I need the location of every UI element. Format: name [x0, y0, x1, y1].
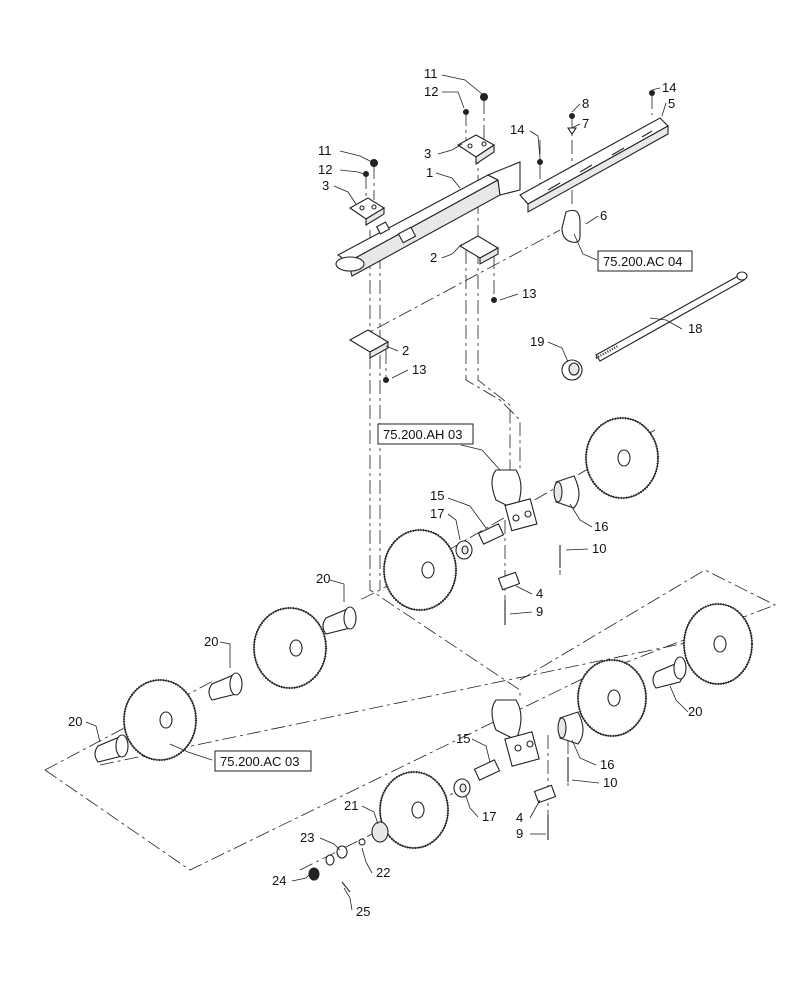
lower-hub-mount — [491, 699, 557, 804]
callout-7: 7 — [582, 116, 589, 131]
bracket-top-right — [456, 134, 496, 166]
bracket-mid-left — [348, 329, 390, 359]
disc-right-1 — [576, 658, 648, 738]
callout-5: 5 — [668, 96, 675, 111]
callout-20: 20 — [316, 571, 330, 586]
callout-4: 4 — [516, 810, 523, 825]
axle-rod — [595, 271, 748, 362]
callout-10: 10 — [603, 775, 617, 790]
ref-box-ac03[interactable]: 75.200.AC 03 — [214, 750, 312, 772]
washers — [453, 540, 473, 798]
callout-labels: 11 12 14 8 5 7 14 3 11 12 1 3 6 2 13 18 … — [68, 66, 702, 919]
callout-3: 3 — [322, 178, 329, 193]
callout-15: 15 — [430, 488, 444, 503]
callout-17: 17 — [482, 809, 496, 824]
axle-nut — [561, 359, 583, 381]
callout-8: 8 — [582, 96, 589, 111]
leader-lines — [85, 74, 689, 911]
callout-9: 9 — [516, 826, 523, 841]
callout-22: 22 — [376, 865, 390, 880]
ref-ac04-text: 75.200.AC 04 — [603, 254, 683, 269]
callout-11: 11 — [318, 143, 332, 158]
callout-1: 1 — [426, 165, 433, 180]
callout-17: 17 — [430, 506, 444, 521]
callout-20: 20 — [688, 704, 702, 719]
callout-6: 6 — [600, 208, 607, 223]
disc-upper-right — [584, 416, 660, 500]
callout-20: 20 — [68, 714, 82, 729]
callout-25: 25 — [356, 904, 370, 919]
callout-23: 23 — [300, 830, 314, 845]
callout-20: 20 — [204, 634, 218, 649]
callout-9: 9 — [536, 604, 543, 619]
callout-3: 3 — [424, 146, 431, 161]
callout-2: 2 — [402, 343, 409, 358]
upper-hub-mount — [491, 469, 538, 591]
callout-15: 15 — [456, 731, 470, 746]
spacers — [473, 523, 505, 781]
hook-bracket — [561, 209, 581, 243]
disc-right-2 — [682, 602, 754, 686]
callout-16: 16 — [594, 519, 608, 534]
callout-16: 16 — [600, 757, 614, 772]
ref-ah03-text: 75.200.AH 03 — [383, 427, 463, 442]
long-bolts — [504, 545, 569, 840]
disc-left-1 — [252, 606, 328, 690]
callout-4: 4 — [536, 586, 543, 601]
callout-21: 21 — [344, 798, 358, 813]
callout-13: 13 — [412, 362, 426, 377]
disc-left-2 — [122, 678, 198, 762]
ref-box-ah03[interactable]: 75.200.AH 03 — [377, 423, 474, 445]
disc-upper-mid — [382, 528, 458, 612]
bracket-top-left — [348, 197, 386, 226]
ref-box-ac04[interactable]: 75.200.AC 04 — [597, 250, 693, 272]
callout-14: 14 — [662, 80, 676, 95]
slotted-bar — [519, 117, 669, 213]
callout-18: 18 — [688, 321, 702, 336]
end-hardware — [308, 821, 389, 893]
callout-2: 2 — [430, 250, 437, 265]
callout-19: 19 — [530, 334, 544, 349]
bracket-mid-right — [458, 235, 500, 265]
spool-spacers — [94, 606, 687, 763]
ref-ac03-text: 75.200.AC 03 — [220, 754, 300, 769]
frame-tube — [335, 161, 521, 277]
disc-lower-mid — [378, 770, 450, 850]
hub-caps — [553, 475, 584, 745]
callout-13: 13 — [522, 286, 536, 301]
callout-10: 10 — [592, 541, 606, 556]
callout-24: 24 — [272, 873, 286, 888]
callout-14: 14 — [510, 122, 524, 137]
callout-11: 11 — [424, 66, 438, 81]
callout-12: 12 — [424, 84, 438, 99]
callout-12: 12 — [318, 162, 332, 177]
